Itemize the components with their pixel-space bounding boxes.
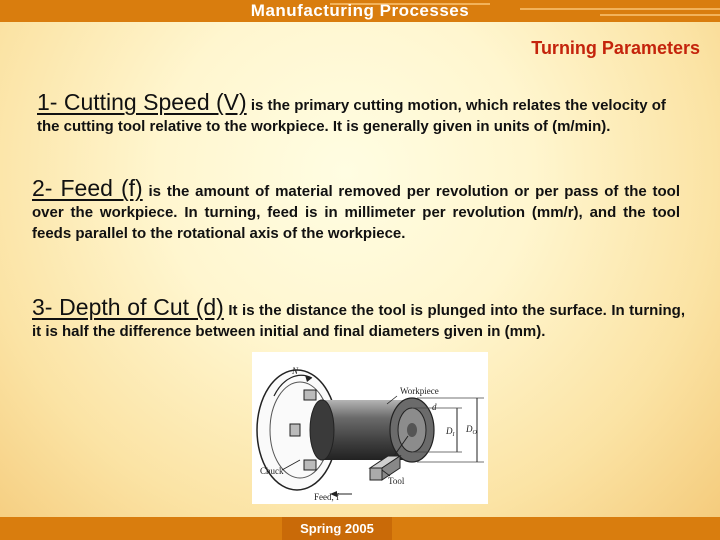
parameter-description: is the amount of material removed per re… [32, 183, 681, 242]
tool-front [369, 467, 383, 481]
parameter-heading: 1- Cutting Speed (V) [37, 89, 247, 115]
footer-label: Spring 2005 [282, 517, 392, 540]
chuck-jaw [303, 389, 317, 401]
tool-label: Tool [388, 476, 405, 486]
do-label-main: D [465, 424, 473, 434]
parameter-description: is the primary cutting motion, which rel… [37, 97, 666, 135]
chuck-label: Chuck [260, 466, 284, 476]
depth-label: d [432, 402, 437, 412]
header-title: Manufacturing Processes [250, 1, 470, 20]
workpiece-label: Workpiece [400, 386, 439, 396]
header-streak [330, 3, 490, 5]
parameter-item-feed: 2- Feed (f) is the amount of material re… [32, 175, 681, 244]
di-label-sub: I [452, 432, 456, 438]
rotation-arrowhead [305, 375, 312, 382]
header-streak [520, 8, 720, 10]
rotation-label: N [291, 366, 299, 376]
turning-diagram: Workpiece Chuck Tool Feed, f N d DI DO [252, 352, 488, 504]
slide-subtitle: Turning Parameters [531, 38, 700, 58]
chuck-leader [281, 459, 301, 471]
chuck-jaw [289, 423, 301, 437]
header-bar: Manufacturing Processes [0, 0, 720, 22]
do-label-sub: O [473, 430, 478, 436]
di-label-main: D [445, 426, 453, 436]
parameter-item-cutting-speed: 1- Cutting Speed (V) is the primary cutt… [37, 89, 687, 137]
feed-arrowhead [330, 491, 337, 497]
header-streak [600, 14, 720, 16]
workpiece-center [407, 423, 417, 437]
parameter-description: It is the distance the tool is plunged i… [32, 302, 686, 340]
do-label: DO [465, 424, 478, 436]
parameter-heading: 3- Depth of Cut (d) [32, 294, 224, 320]
tool-side [381, 455, 401, 481]
feed-label: Feed, f [314, 492, 339, 502]
parameter-heading: 2- Feed (f) [32, 175, 143, 201]
di-label: DI [445, 426, 456, 438]
workpiece-back [309, 399, 335, 461]
workpiece-leader [386, 395, 398, 405]
turning-diagram-svg: Workpiece Chuck Tool Feed, f N d DI DO [256, 366, 484, 502]
chuck-jaw [303, 459, 317, 471]
parameter-item-depth-of-cut: 3- Depth of Cut (d) It is the distance t… [32, 294, 686, 342]
tool-tip-line [393, 435, 409, 457]
tool-leader [381, 469, 391, 477]
footer-bar: Spring 2005 [0, 517, 720, 540]
